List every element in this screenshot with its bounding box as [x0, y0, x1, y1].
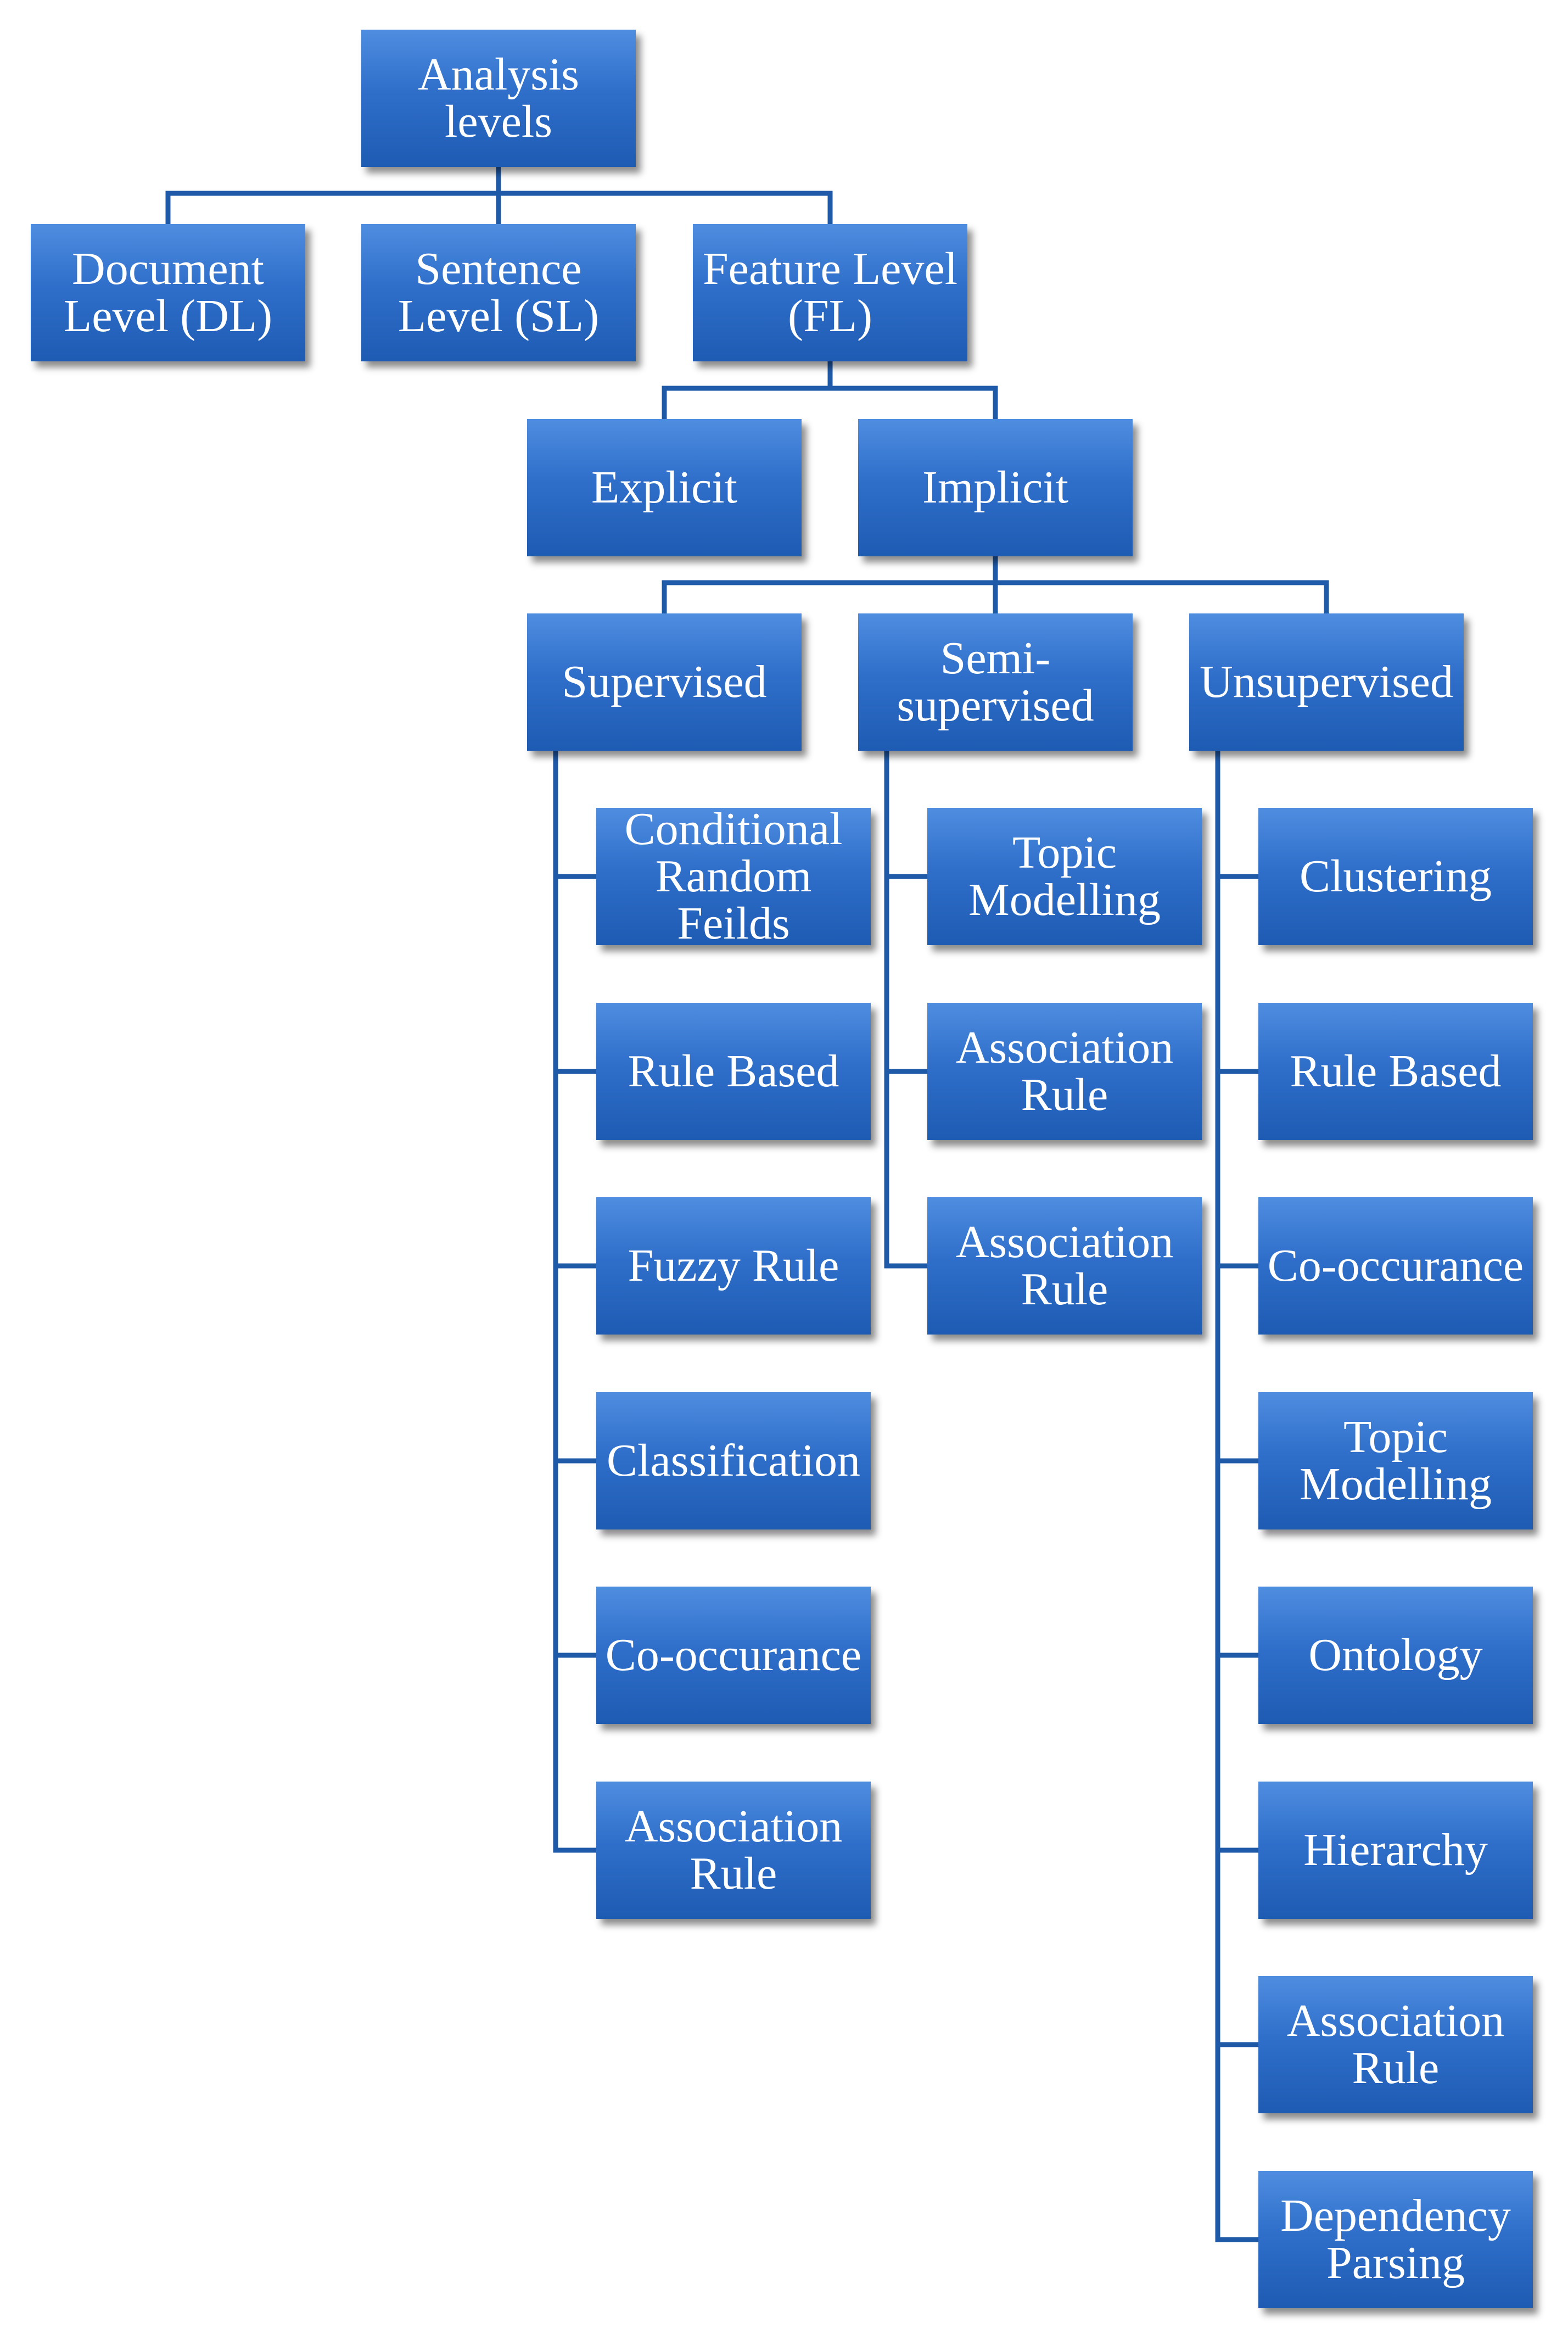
node-sup-classification: Classification: [596, 1392, 871, 1529]
node-feature-level: Feature Level (FL): [693, 224, 967, 361]
node-semi-association-rule-2: Association Rule: [927, 1197, 1202, 1335]
node-supervised: Supervised: [527, 613, 802, 751]
node-document-level: Document Level (DL): [31, 224, 305, 361]
node-analysis-levels: Analysis levels: [361, 30, 636, 167]
node-unsup-co-occurance: Co-occurance: [1258, 1197, 1533, 1335]
node-explicit: Explicit: [527, 419, 802, 556]
node-semi-association-rule-1: Association Rule: [927, 1003, 1202, 1140]
node-unsup-topic-modelling: Topic Modelling: [1258, 1392, 1533, 1529]
node-sup-rule-based: Rule Based: [596, 1003, 871, 1140]
node-unsupervised: Unsupervised: [1189, 613, 1464, 751]
node-semi-supervised: Semi- supervised: [858, 613, 1133, 751]
node-implicit: Implicit: [858, 419, 1133, 556]
node-sentence-level: Sentence Level (SL): [361, 224, 636, 361]
node-unsup-clustering: Clustering: [1258, 808, 1533, 945]
node-unsup-rule-based: Rule Based: [1258, 1003, 1533, 1140]
node-unsup-association-rule: Association Rule: [1258, 1976, 1533, 2113]
node-sup-association-rule: Association Rule: [596, 1782, 871, 1919]
node-unsup-hierarchy: Hierarchy: [1258, 1782, 1533, 1919]
node-sup-co-occurance: Co-occurance: [596, 1587, 871, 1724]
node-sup-fuzzy-rule: Fuzzy Rule: [596, 1197, 871, 1335]
node-sup-conditional-random-feilds: Conditional Random Feilds: [596, 806, 871, 947]
node-semi-topic-modelling: Topic Modelling: [927, 808, 1202, 945]
node-unsup-dependency-parsing: Dependency Parsing: [1258, 2171, 1533, 2308]
node-unsup-ontology: Ontology: [1258, 1587, 1533, 1724]
